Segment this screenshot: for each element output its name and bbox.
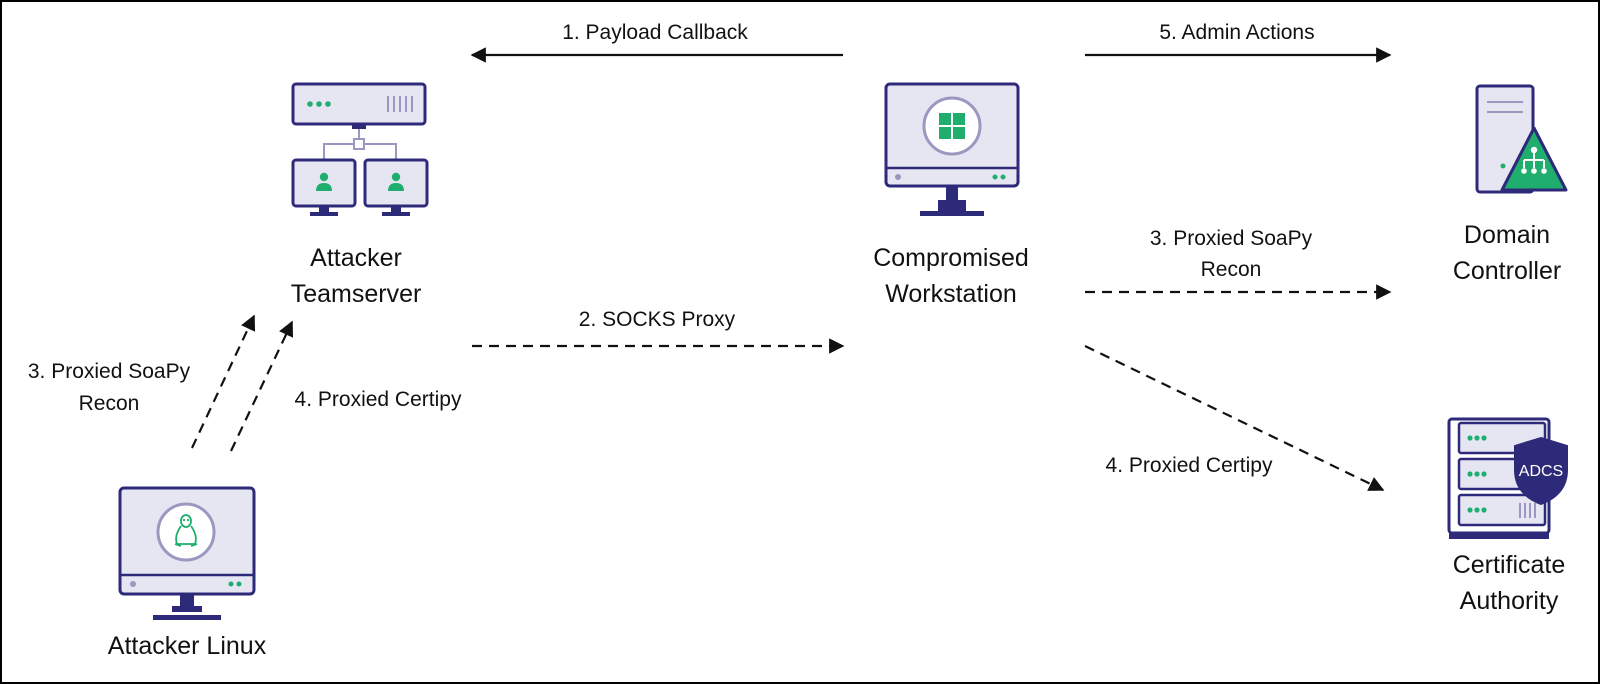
node-label-linux: Attacker Linux (108, 632, 267, 660)
node-label-workstation-line1: Compromised (873, 244, 1029, 272)
adcs-shield-icon: ADCS (1514, 436, 1568, 506)
edge-label-soapy-left-line1: 3. Proxied SoaPy (28, 360, 191, 383)
edge-soapy-recon-right: 3. Proxied SoaPy Recon (1085, 227, 1392, 300)
edge-label-payload-callback: 1. Payload Callback (562, 21, 748, 44)
edge-soapy-recon-left: 3. Proxied SoaPy Recon (28, 314, 256, 449)
server-rack-icon: ADCS (1447, 417, 1568, 539)
edge-payload-callback: 1. Payload Callback (470, 21, 843, 63)
edge-label-soapy-right-line1: 3. Proxied SoaPy (1150, 227, 1313, 250)
server-network-icon (291, 82, 429, 216)
edge-certipy-right: 4. Proxied Certipy (1084, 345, 1385, 491)
node-attacker-linux: Attacker Linux (108, 486, 267, 660)
edge-label-certipy-right: 4. Proxied Certipy (1106, 454, 1273, 477)
node-label-workstation-line2: Workstation (885, 280, 1017, 308)
node-certificate-authority: ADCS Certificate Authority (1447, 417, 1568, 615)
node-compromised-workstation: Compromised Workstation (873, 82, 1029, 308)
node-label-dc-line1: Domain (1464, 221, 1550, 249)
node-label-teamserver-line2: Teamserver (291, 280, 422, 308)
edge-label-soapy-left-line2: Recon (79, 392, 140, 415)
node-label-teamserver-line1: Attacker (310, 244, 402, 272)
domain-controller-tower-icon (1475, 84, 1568, 194)
edge-certipy-left: 4. Proxied Certipy (230, 320, 462, 452)
edge-label-socks-proxy: 2. SOCKS Proxy (579, 308, 736, 331)
tux-icon (174, 514, 198, 547)
node-label-ca-line2: Authority (1460, 587, 1559, 615)
edge-socks-proxy: 2. SOCKS Proxy (472, 308, 845, 354)
edge-label-certipy-left: 4. Proxied Certipy (295, 388, 462, 411)
node-label-ca-line1: Certificate (1453, 551, 1566, 579)
node-domain-controller: Domain Controller (1453, 84, 1568, 285)
linux-monitor-icon (118, 486, 256, 620)
node-label-dc-line2: Controller (1453, 257, 1561, 285)
edge-admin-actions: 5. Admin Actions (1085, 21, 1392, 63)
windows-monitor-icon (884, 82, 1020, 216)
adcs-badge-text: ADCS (1519, 463, 1563, 480)
node-attacker-teamserver: Attacker Teamserver (291, 82, 429, 308)
edge-label-admin-actions: 5. Admin Actions (1159, 21, 1314, 44)
edge-label-soapy-right-line2: Recon (1201, 258, 1262, 281)
